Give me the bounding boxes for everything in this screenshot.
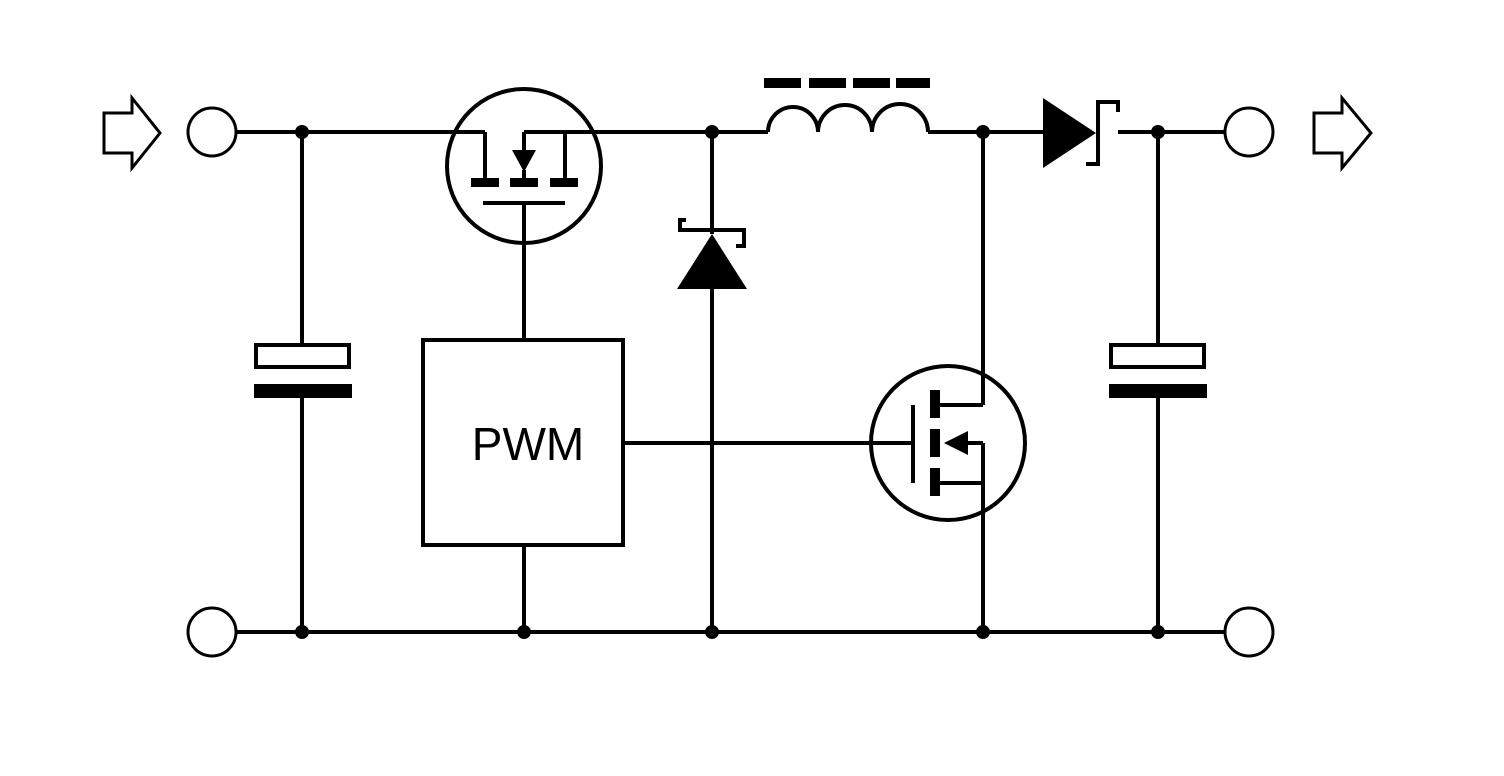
input-arrow-icon (102, 93, 162, 173)
junction-dots (295, 125, 1165, 639)
input-terminal-top[interactable] (186, 106, 238, 158)
output-terminal-bottom[interactable] (1223, 606, 1275, 658)
high-side-mosfet (445, 87, 603, 340)
output-arrow-icon (1312, 93, 1373, 173)
input-capacitor (254, 132, 352, 632)
low-side-mosfet (869, 132, 1027, 632)
output-terminal-top[interactable] (1223, 106, 1275, 158)
output-diode (1043, 98, 1120, 168)
output-capacitor (1109, 132, 1207, 632)
pwm-controller: PWM (421, 338, 913, 632)
freewheel-diode (677, 132, 747, 632)
pwm-label: PWM (472, 418, 584, 470)
input-terminal-bottom[interactable] (186, 606, 238, 658)
inductor (764, 78, 930, 133)
